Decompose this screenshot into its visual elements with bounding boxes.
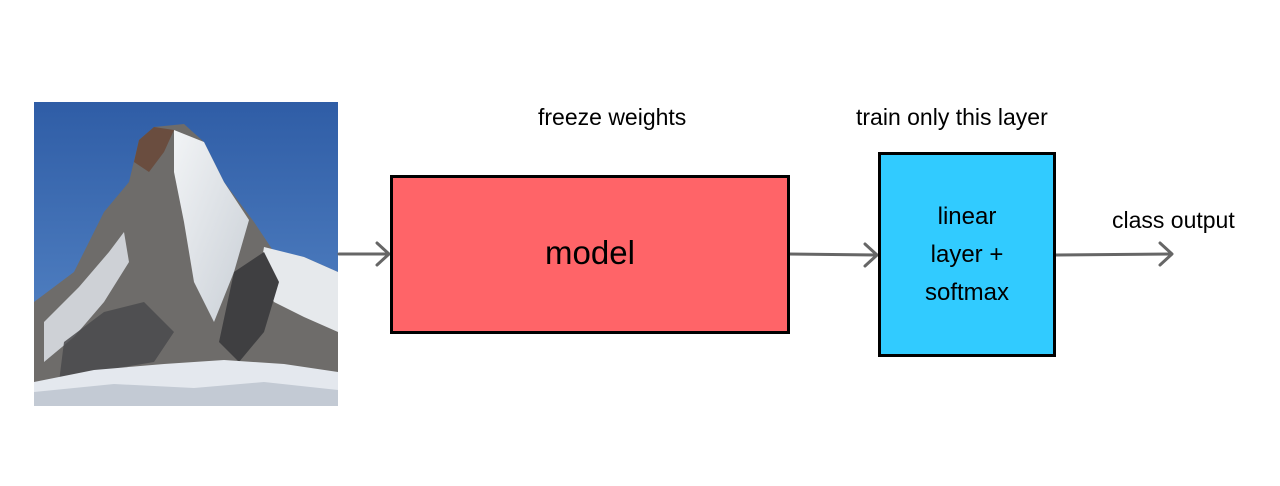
class-output-label: class output bbox=[1112, 207, 1235, 233]
glacier-shade bbox=[34, 382, 338, 406]
arrow-linear-to-output bbox=[1054, 241, 1174, 267]
train-layer-label: train only this layer bbox=[856, 104, 1048, 130]
snow-left bbox=[44, 232, 129, 362]
linear-layer-box: linear layer + softmax bbox=[878, 152, 1056, 357]
summit-rock bbox=[134, 127, 174, 172]
snow-right bbox=[259, 247, 338, 332]
snow-face bbox=[174, 130, 249, 322]
model-box: model bbox=[390, 175, 790, 334]
mountain-image bbox=[34, 102, 338, 406]
rock-shadow bbox=[59, 302, 174, 382]
arrow-model-to-linear bbox=[786, 242, 879, 268]
linear-line-1: linear bbox=[937, 202, 997, 230]
freeze-weights-label: freeze weights bbox=[538, 104, 687, 130]
arrow-image-to-model bbox=[337, 241, 391, 267]
linear-line-3: softmax bbox=[924, 278, 1010, 306]
dark-ridge bbox=[219, 252, 279, 362]
model-label: model bbox=[545, 233, 635, 271]
linear-line-2: layer + bbox=[930, 240, 1004, 268]
